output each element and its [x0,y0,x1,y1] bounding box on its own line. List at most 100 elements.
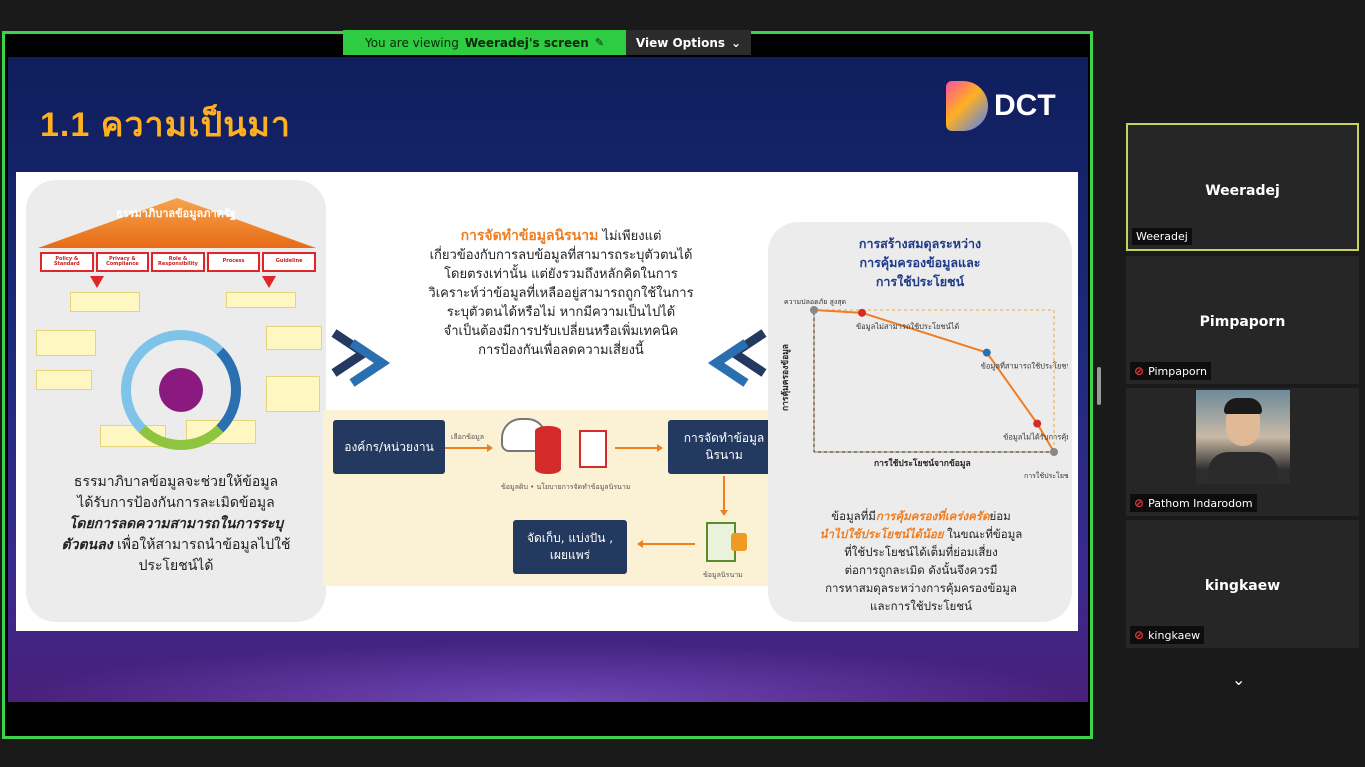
chart-y-top-label: ความปลอดภัย สูงสุด [784,298,846,306]
anon-text-line: วิเคราะห์ว่าข้อมูลที่เหลืออยู่สามารถถูกใ… [428,286,694,301]
presentation-slide: 1.1 ความเป็นมา DCT ธรรมาภิบาลข้อมูลภาครั… [8,57,1088,702]
balance-text-highlight: นำไปใช้ประโยชน์ได้น้อย [819,527,944,541]
anonymization-flow: องค์กร/หน่วยงาน เลือกข้อมูล ข้อมูลดิบ • … [323,410,780,586]
flow-arrow [445,444,493,452]
flow-arrow [720,476,728,516]
slide-content-area: ธรรมาภิบาลข้อมูลภาครัฐ Policy & Standard… [16,172,1078,631]
balance-title-line: การสร้างสมดุลระหว่าง [858,236,982,251]
governance-text-line: ได้รับการป้องกันการละเมิดข้อมูล [77,495,275,511]
dct-logo: DCT [946,81,1056,131]
sticky-note [266,376,320,412]
viewing-name: Weeradej's screen [464,35,589,50]
balance-title: การสร้างสมดุลระหว่าง การคุ้มครองข้อมูลแล… [768,234,1072,291]
governance-text-line: ธรรมาภิบาลข้อมูลจะช่วยให้ข้อมูล [73,474,279,490]
participant-tile[interactable]: ⊘ Pathom Indarodom [1126,388,1359,516]
balance-panel: การสร้างสมดุลระหว่าง การคุ้มครองข้อมูลแล… [768,222,1072,622]
governance-text-line: เพื่อให้สามารถนำข้อมูลไปใช้ [117,537,291,553]
mic-muted-icon: ⊘ [1134,628,1145,642]
chevron-down-icon: ⌄ [731,35,742,50]
chevron-right-icon [331,329,391,387]
chart-point [858,308,866,317]
governance-panel: ธรรมาภิบาลข้อมูลภาครัฐ Policy & Standard… [26,180,326,622]
governance-text-bold: โดยการลดความสามารถในการระบุ [68,516,284,532]
slide-title: 1.1 ความเป็นมา [40,106,291,144]
flow-arrow [637,540,695,548]
chart-point [1050,448,1058,456]
governance-description: ธรรมาภิบาลข้อมูลจะช่วยให้ข้อมูล ได้รับกา… [38,472,314,577]
governance-pillars: Policy & Standard Privacy & Compliance R… [40,252,316,272]
chart-point-label: ข้อมูลไม่สามารถใช้ประโยชน์ได้ [856,322,959,331]
mic-muted-icon: ⊘ [1134,364,1145,378]
flow-label-source: ข้อมูลดิบ • นโยบายการจัดทำข้อมูลนิรนาม [501,483,631,491]
pillar-policy: Policy & Standard [40,252,94,272]
chevron-down-icon[interactable]: ⌄ [1232,670,1246,689]
mouse-cursor [650,380,656,392]
participant-name: Pimpaporn [1199,314,1286,330]
participant-label: ⊘ Pathom Indarodom [1130,494,1257,512]
pillar-role: Role & Responsibility [151,252,205,272]
anon-text-line: ไม่เพียงแต่ [602,229,662,244]
balance-description: ข้อมูลที่มีการคุ้มครองที่เคร่งครัดย่อม น… [788,507,1054,615]
anon-text-line: ระบุตัวตนได้หรือไม่ หากมีความเป็นไปได้ [446,305,676,320]
anon-text-line: โดยตรงเท่านั้น แต่ยังรวมถึงหลักคิดในการ [444,267,678,282]
anonymization-highlight: การจัดทำข้อมูลนิรนาม [460,228,599,244]
chart-point [810,306,818,314]
chart-point-label: ข้อมูลไม่ได้รับการคุ้มครอง [1003,433,1068,442]
flow-arrow [615,444,663,452]
flow-label-select: เลือกข้อมูล [451,433,485,441]
sticky-note [36,370,92,390]
balance-text: ย่อม [989,509,1011,523]
balance-title-line: การคุ้มครองข้อมูลและ [859,255,981,270]
org-box: องค์กร/หน่วยงาน [333,420,445,474]
pillar-privacy: Privacy & Compliance [95,252,150,272]
participant-tile[interactable]: Pimpaporn ⊘ Pimpaporn [1126,256,1359,384]
view-options-label: View Options [635,35,726,50]
balance-text: ที่ใช้ประโยชน์ได้เต็มที่ย่อมเสี่ยง [844,545,998,559]
document-icon [579,430,607,468]
chart-point [1033,419,1042,428]
pillar-guideline: Guideline [262,252,316,272]
participant-tile[interactable]: kingkaew ⊘ kingkaew [1126,520,1359,648]
viewing-prefix: You are viewing [364,35,459,50]
chart-point [982,348,991,357]
balance-text: ในขณะที่ข้อมูล [943,527,1023,541]
balance-text: ต่อการถูกละเมิด ดังนั้นจึงควรมี [844,563,998,577]
sticky-note [266,326,322,350]
anon-box: การจัดทำข้อมูลนิรนาม [668,420,780,474]
participant-label: ⊘ kingkaew [1130,626,1205,644]
participant-label-text: Pimpaporn [1148,364,1207,378]
participant-label-text: Weeradej [1136,230,1188,243]
sticky-note [70,292,140,312]
sticky-note [36,330,96,356]
anon-text-line: เกี่ยวข้องกับการลบข้อมูลที่สามารถระบุตัว… [429,248,693,263]
slide-glow [8,642,1088,702]
governance-text-bold: ตัวตนลง [61,537,113,553]
governance-roof-label: ธรรมาภิบาลข้อมูลภาครัฐ [116,207,236,220]
balance-text: และการใช้ประโยชน์ [870,599,972,613]
pillar-process: Process [206,252,261,272]
viewing-banner: You are viewing Weeradej's screen ✎ [343,30,626,55]
avatar-hair [1224,398,1262,414]
governance-cycle-center [159,368,203,412]
balance-text-highlight: การคุ้มครองที่เคร่งครัด [875,509,990,523]
gallery-resize-handle[interactable] [1097,367,1101,405]
flow-label-anon: ข้อมูลนิรนาม [703,571,743,579]
participant-video [1196,390,1290,484]
participant-label: Weeradej [1132,228,1192,245]
chart-curve [813,309,1055,453]
governance-cycle [121,330,241,450]
database-icon [535,426,561,474]
chart-point-label: ข้อมูลที่สามารถใช้ประโยชน์ได้ [981,361,1068,371]
arrow-down-icon [90,276,104,288]
balance-text: ข้อมูลที่มี [831,509,876,523]
anon-text-line: จำเป็นต้องมีการปรับเปลี่ยนหรือเพิ่มเทคนิ… [443,324,679,339]
view-options-button[interactable]: View Options ⌄ [626,30,751,55]
participant-tile[interactable]: Weeradej Weeradej [1126,123,1359,251]
chart-xlabel: การใช้ประโยชน์จากข้อมูล [874,458,971,469]
store-box: จัดเก็บ, แบ่งปัน , เผยแพร่ [513,520,627,574]
governance-text-line: ประโยชน์ได้ [138,558,214,574]
store-box-line: จัดเก็บ, แบ่งปัน , [526,531,614,545]
chart-x-right-label: การใช้ประโยชน์ สูงสุด [1024,471,1068,480]
chart-bounding-dash [813,309,1055,453]
